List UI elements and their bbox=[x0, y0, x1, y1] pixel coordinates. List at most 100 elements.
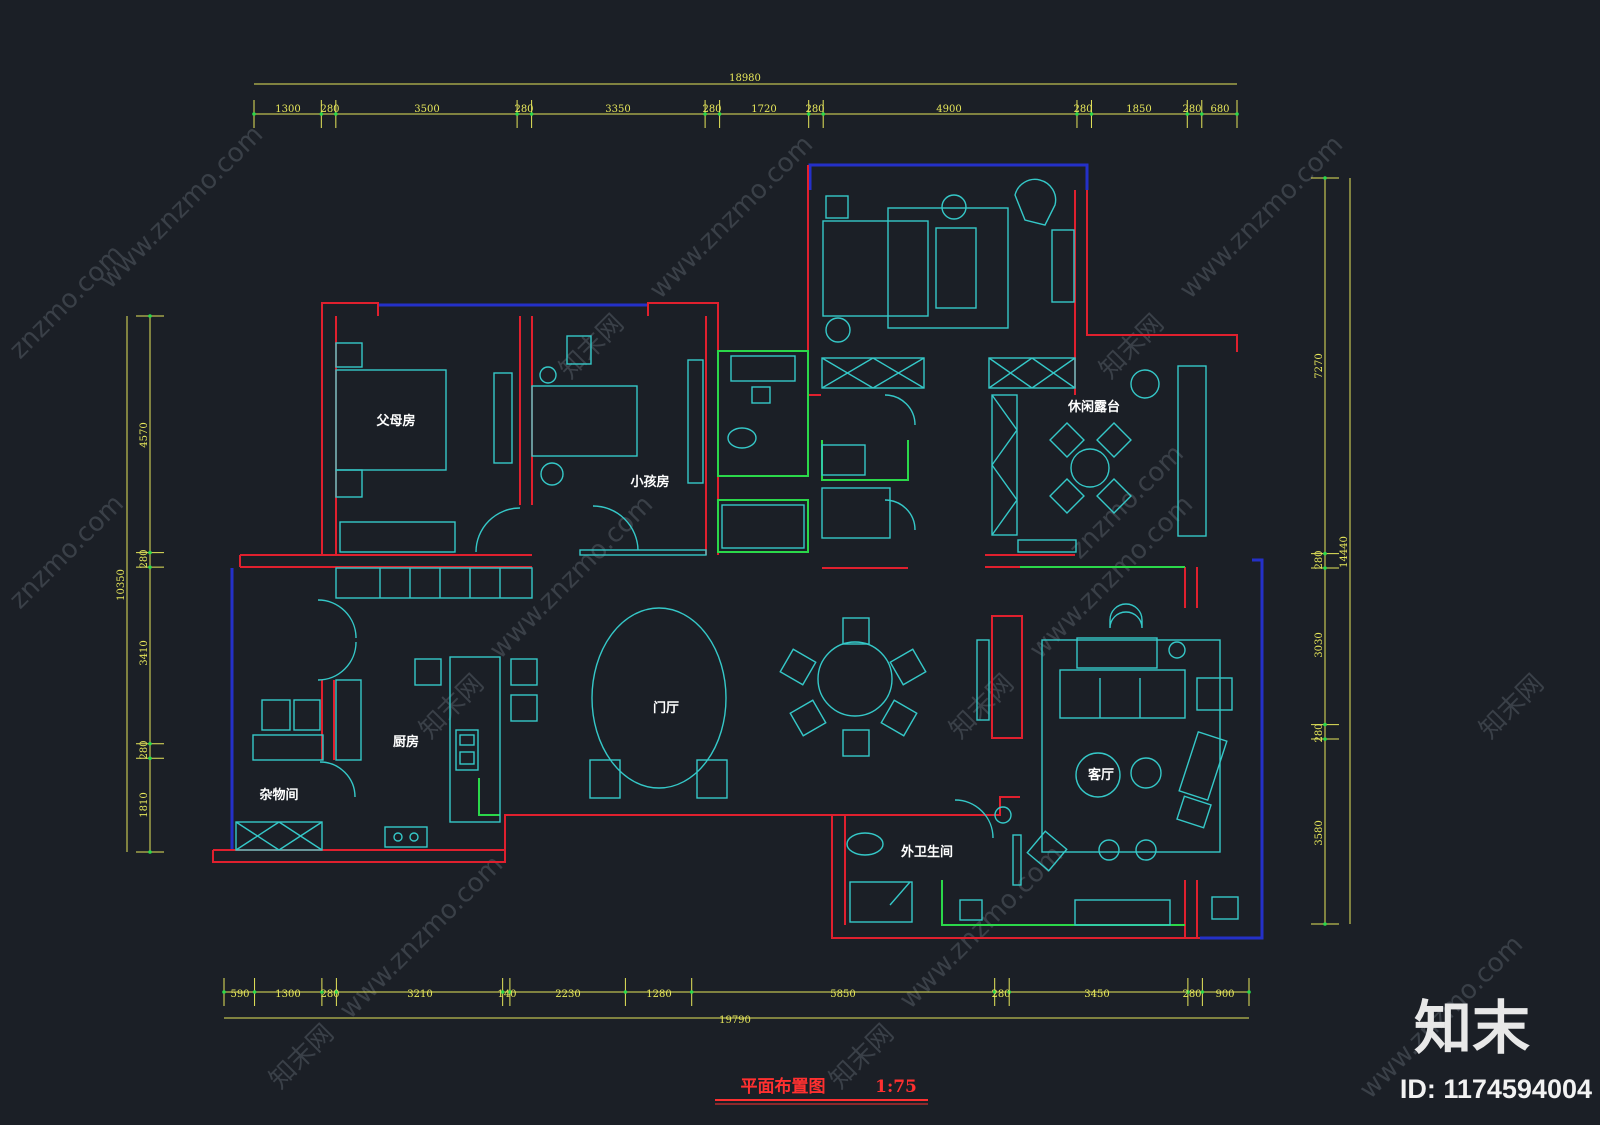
master-tv-cabinet bbox=[1051, 229, 1075, 303]
dimension-node bbox=[1007, 990, 1011, 994]
dimension-node bbox=[148, 756, 152, 761]
kitchen-sink bbox=[455, 729, 479, 771]
dim-top: 3350 bbox=[605, 104, 630, 115]
chaise-lounge bbox=[1178, 730, 1228, 802]
dim-top: 280 bbox=[320, 104, 339, 115]
dim-right-total: 14440 bbox=[1339, 536, 1350, 568]
room-label-storage: 杂物间 bbox=[259, 787, 298, 803]
dimension-node bbox=[821, 112, 825, 116]
coffee-table bbox=[1075, 752, 1121, 798]
terrace-plant bbox=[1130, 369, 1160, 399]
dimension-node bbox=[1323, 551, 1327, 556]
watermark-text: www.znzmo.com bbox=[484, 490, 659, 665]
watermark-text: www.znzmo.com bbox=[644, 130, 819, 305]
terrace-bench bbox=[1017, 539, 1077, 553]
guest-shower bbox=[849, 881, 913, 923]
dimension-node bbox=[319, 112, 324, 116]
kitchen-cabinet bbox=[510, 694, 538, 722]
dim-left: 280 bbox=[139, 740, 150, 759]
storage-shelves bbox=[235, 821, 323, 851]
dimension-node bbox=[500, 990, 505, 994]
dimension-lines bbox=[126, 83, 1351, 1019]
dimension-node bbox=[1199, 112, 1204, 116]
right-dimension-labels: 7270 280 3030 280 3580 14440 bbox=[1314, 353, 1350, 845]
foyer-cabinet bbox=[589, 759, 621, 799]
ensuite-vanity bbox=[821, 444, 866, 476]
dim-top: 280 bbox=[514, 104, 533, 115]
room-label-kids: 小孩房 bbox=[630, 474, 669, 490]
partition-panel bbox=[1012, 834, 1022, 886]
dim-top: 280 bbox=[805, 104, 824, 115]
dim-bottom: 900 bbox=[1215, 989, 1234, 1000]
dimension-node bbox=[1235, 112, 1239, 116]
dim-bottom: 1300 bbox=[275, 989, 300, 1000]
bottom-dimension-labels: 590 1300 280 3210 140 2230 1280 5850 280… bbox=[230, 989, 1234, 1026]
dimension-node bbox=[148, 565, 152, 569]
dimension-node bbox=[320, 990, 324, 994]
bathtub bbox=[721, 504, 805, 549]
guest-toilet bbox=[846, 832, 884, 856]
guest-vanity bbox=[959, 899, 983, 921]
dim-top: 1720 bbox=[751, 104, 776, 115]
dim-right: 3580 bbox=[1314, 820, 1325, 845]
dimension-node bbox=[334, 112, 338, 116]
dim-bottom: 2230 bbox=[555, 989, 580, 1000]
drawing-scale: 1:75 bbox=[875, 1077, 917, 1097]
dim-bottom: 140 bbox=[497, 989, 516, 1000]
floor-lamp bbox=[1168, 641, 1186, 659]
left-dimension-labels: 10350 4570 280 3410 280 1810 bbox=[116, 422, 150, 817]
dim-bottom: 280 bbox=[320, 989, 339, 1000]
dim-top: 3500 bbox=[414, 104, 439, 115]
dim-top: 280 bbox=[1073, 104, 1092, 115]
terrace-table-set bbox=[1049, 422, 1132, 514]
ensuite-shower bbox=[821, 487, 891, 539]
pouf bbox=[1098, 839, 1120, 861]
dim-left: 4570 bbox=[139, 422, 150, 447]
foyer-ring bbox=[591, 607, 727, 789]
corner-cabinet bbox=[1211, 896, 1239, 920]
dim-right: 3030 bbox=[1314, 632, 1325, 657]
door-swing bbox=[592, 505, 639, 551]
kids-desk bbox=[579, 549, 707, 556]
coffee-table-small bbox=[1130, 757, 1162, 789]
top-dimension-labels: 18980 1300 280 3500 280 3350 280 1720 28… bbox=[275, 73, 1229, 115]
brand-watermark: 知末 ID: 1174594004 bbox=[1400, 994, 1592, 1104]
parents-wardrobe bbox=[493, 372, 513, 464]
dim-bottom-total: 19790 bbox=[719, 1015, 751, 1026]
dim-top-total: 18980 bbox=[729, 73, 761, 84]
kitchen-island bbox=[449, 656, 501, 823]
watermark-text: znzmo.com bbox=[4, 489, 130, 615]
door-swing bbox=[317, 599, 357, 639]
kitchen-cabinet bbox=[510, 658, 538, 686]
armchair bbox=[1026, 830, 1068, 872]
dim-bottom: 280 bbox=[1182, 989, 1201, 1000]
drawing-title-block: 平面布置图 1:75 bbox=[715, 1076, 928, 1105]
dim-left: 1810 bbox=[139, 792, 150, 817]
dimension-node bbox=[1247, 990, 1251, 994]
dim-top: 280 bbox=[1182, 104, 1201, 115]
dimension-node bbox=[334, 990, 339, 994]
dim-left: 280 bbox=[139, 549, 150, 568]
vanity-counter bbox=[730, 355, 796, 382]
dimension-node bbox=[222, 990, 226, 994]
door-swing bbox=[317, 641, 357, 681]
dim-top: 280 bbox=[702, 104, 721, 115]
dimension-node bbox=[689, 990, 694, 994]
dim-bottom: 5850 bbox=[830, 989, 855, 1000]
door-swing bbox=[475, 507, 521, 553]
watermark-layer: znzmo.com www.znzmo.com znzmo.com 知末网 ww… bbox=[4, 120, 1550, 1105]
wash-basin bbox=[994, 806, 1012, 824]
parents-bed bbox=[335, 342, 447, 498]
dim-top: 1300 bbox=[275, 104, 300, 115]
door-swing bbox=[884, 394, 916, 426]
dimension-node bbox=[1185, 112, 1190, 116]
image-id: ID: 1174594004 bbox=[1400, 1074, 1592, 1104]
dimension-node bbox=[529, 112, 534, 116]
toilet bbox=[727, 427, 757, 449]
sink-cabinet bbox=[751, 386, 771, 404]
dimension-node bbox=[1323, 722, 1327, 727]
dimension-node bbox=[806, 112, 811, 116]
parents-desk bbox=[339, 521, 456, 553]
watermark-text: 知末网 bbox=[944, 669, 1020, 745]
